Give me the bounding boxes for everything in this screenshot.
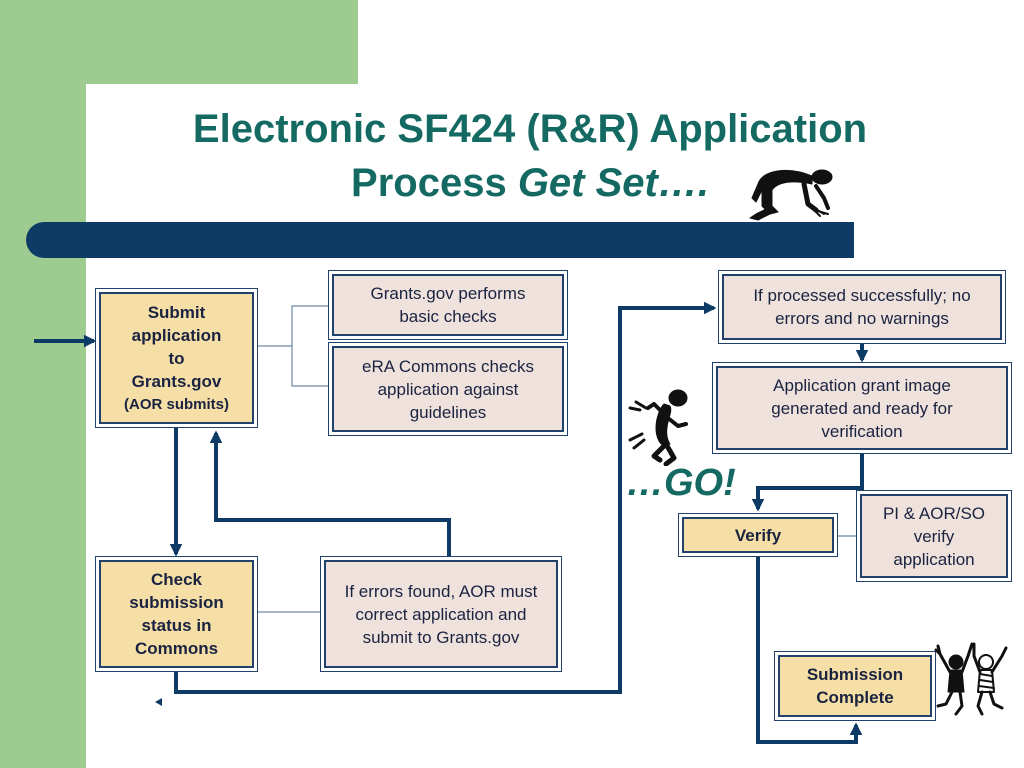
era-commons-checks-box: eRA Commons checks application against g… (332, 346, 564, 432)
grants-gov-checks-box: Grants.gov performs basic checks (332, 274, 564, 336)
title-italic: Get Set…. (517, 161, 709, 205)
running-figure-icon (628, 389, 688, 466)
grant-image-box: Application grant image generated and re… (716, 366, 1008, 450)
go-text: …GO! (626, 462, 736, 504)
background-green-left (0, 0, 86, 768)
arrow-verify-to-complete (756, 556, 863, 744)
bracket-submit-checks (256, 305, 330, 347)
arrow-image-to-verify (751, 452, 864, 512)
pi-aor-verify-box: PI & AOR/SO verify application (860, 494, 1008, 578)
bracket-era (291, 346, 330, 387)
submit-line1: Submit (147, 302, 206, 322)
small-arrowhead (155, 698, 162, 706)
celebrating-figures-icon (934, 642, 1008, 716)
submit-line5: (AOR submits) (124, 395, 229, 413)
slide-title-line2: Process Get Set…. (100, 160, 960, 206)
title-bar (26, 222, 854, 258)
submit-line2: application (131, 325, 222, 345)
arrow-errors-to-submit (209, 430, 451, 556)
submit-application-box: Submit application to Grants.gov (AOR su… (99, 292, 254, 424)
errors-found-box: If errors found, AOR must correct applic… (324, 560, 558, 668)
verify-box: Verify (682, 517, 834, 553)
crouching-runner-icon (749, 169, 833, 221)
submit-line4: Grants.gov (131, 371, 222, 391)
slide-title-line1: Electronic SF424 (R&R) Application (192, 107, 868, 151)
arrow-check-to-processed (174, 301, 717, 694)
processed-successfully-box: If processed successfully; no errors and… (722, 274, 1002, 340)
check-status-box: Check submission status in Commons (99, 560, 254, 668)
submit-line3: to (168, 348, 185, 368)
title-plain: Process (351, 161, 518, 205)
submission-complete-box: Submission Complete (778, 655, 932, 717)
